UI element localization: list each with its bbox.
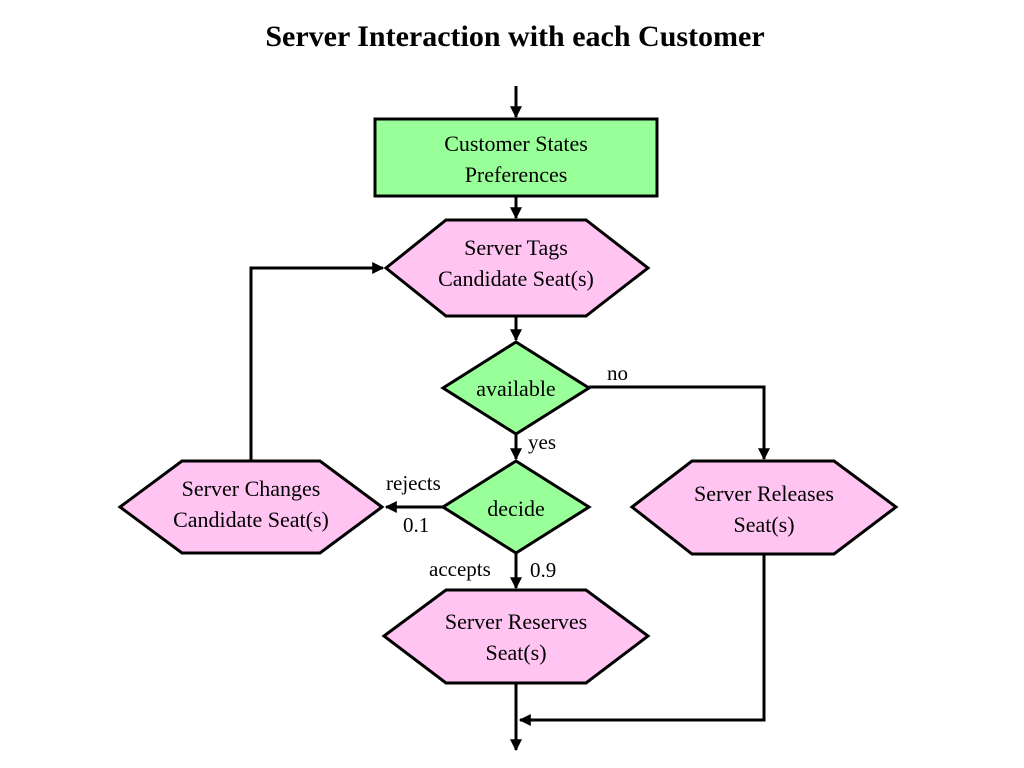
edge-releases-to-exit — [518, 554, 766, 726]
node-label-line2: Seat(s) — [485, 640, 546, 665]
hexagon-shape — [383, 218, 651, 318]
node-server-tags: Server Tags Candidate Seat(s) — [383, 218, 651, 318]
node-customer-states: Customer States Preferences — [373, 117, 659, 198]
page-title: Server Interaction with each Customer — [265, 20, 764, 53]
decision-diamond — [440, 340, 592, 436]
hexagon-shape — [381, 588, 651, 685]
decision-diamond — [440, 459, 592, 555]
node-label-line2: Seat(s) — [733, 512, 794, 537]
edge-label-accepts: accepts — [429, 557, 491, 581]
node-label: decide — [487, 496, 544, 521]
node-decide: decide — [440, 459, 592, 555]
node-label-line2: Preferences — [465, 162, 568, 187]
node-label: available — [476, 376, 555, 401]
edge-available-no — [589, 385, 770, 461]
edge-changes-to-tags — [249, 262, 385, 461]
node-label-line1: Server Tags — [464, 235, 568, 260]
node-label-line2: Candidate Seat(s) — [438, 266, 594, 291]
hexagon-shape — [629, 459, 899, 556]
node-label-line1: Server Releases — [694, 481, 834, 506]
node-available: available — [440, 340, 592, 436]
node-server-releases: Server Releases Seat(s) — [629, 459, 899, 556]
node-server-reserves: Server Reserves Seat(s) — [381, 588, 651, 685]
edge-label-no: no — [607, 361, 628, 385]
node-label-line1: Server Reserves — [445, 609, 587, 634]
edge-label-accepts-probability: 0.9 — [530, 558, 556, 582]
node-label-line1: Server Changes — [182, 476, 321, 501]
edge-label-yes: yes — [528, 430, 556, 454]
node-label-line1: Customer States — [444, 131, 588, 156]
node-server-changes: Server Changes Candidate Seat(s) — [117, 459, 385, 555]
edge-label-rejects: rejects — [386, 471, 441, 495]
hexagon-shape — [117, 459, 385, 555]
process-box — [373, 117, 659, 198]
node-label-line2: Candidate Seat(s) — [173, 507, 329, 532]
edges — [249, 86, 770, 752]
edge-label-rejects-probability: 0.1 — [403, 513, 429, 537]
